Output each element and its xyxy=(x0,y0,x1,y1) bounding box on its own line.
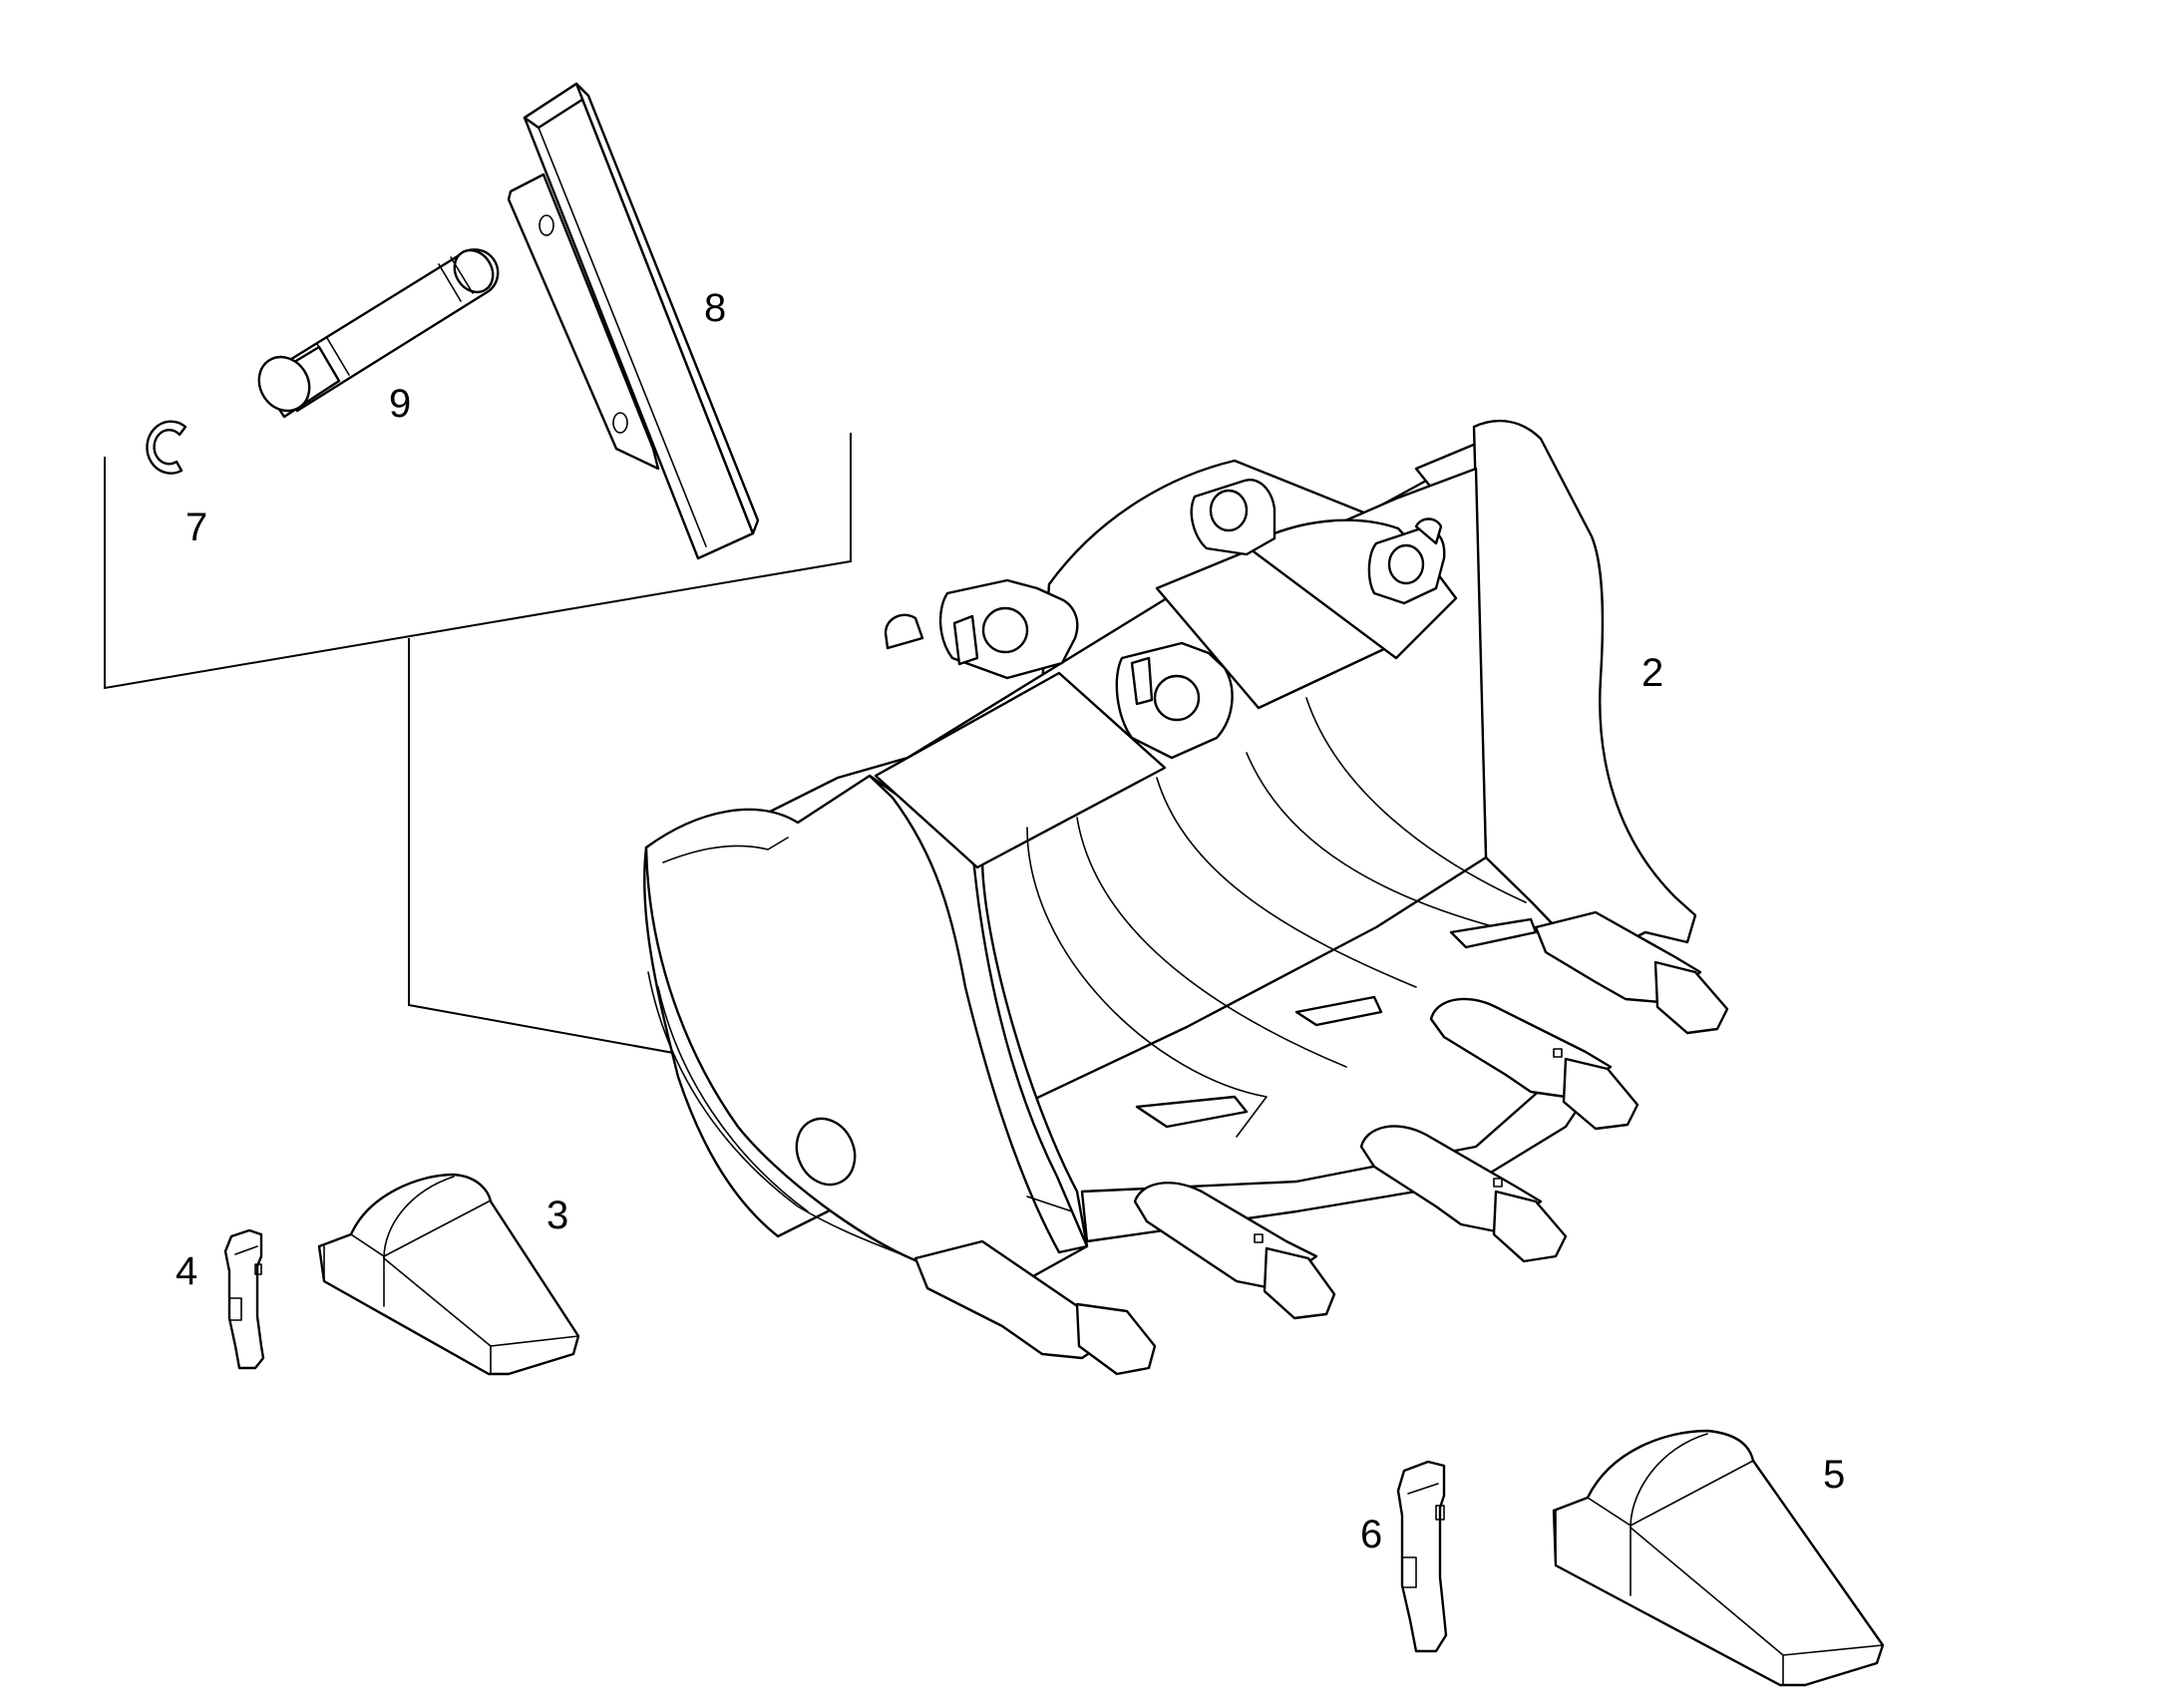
tooth-tip xyxy=(1552,1429,1885,1687)
retaining-clip xyxy=(1396,1460,1448,1653)
link-bar xyxy=(507,82,760,560)
callout-2: 2 xyxy=(1641,651,1663,695)
snap-ring xyxy=(146,420,187,475)
bucket xyxy=(643,420,1729,1376)
callout-7: 7 xyxy=(185,506,207,549)
tooth-tip xyxy=(317,1173,580,1376)
callout-4: 4 xyxy=(176,1249,197,1293)
callout-3: 3 xyxy=(546,1194,568,1237)
retaining-clip xyxy=(223,1228,265,1370)
pin xyxy=(257,248,500,419)
callout-6: 6 xyxy=(1360,1513,1382,1556)
callout-5: 5 xyxy=(1823,1453,1845,1497)
callout-9: 9 xyxy=(389,382,411,426)
callout-8: 8 xyxy=(704,286,726,330)
